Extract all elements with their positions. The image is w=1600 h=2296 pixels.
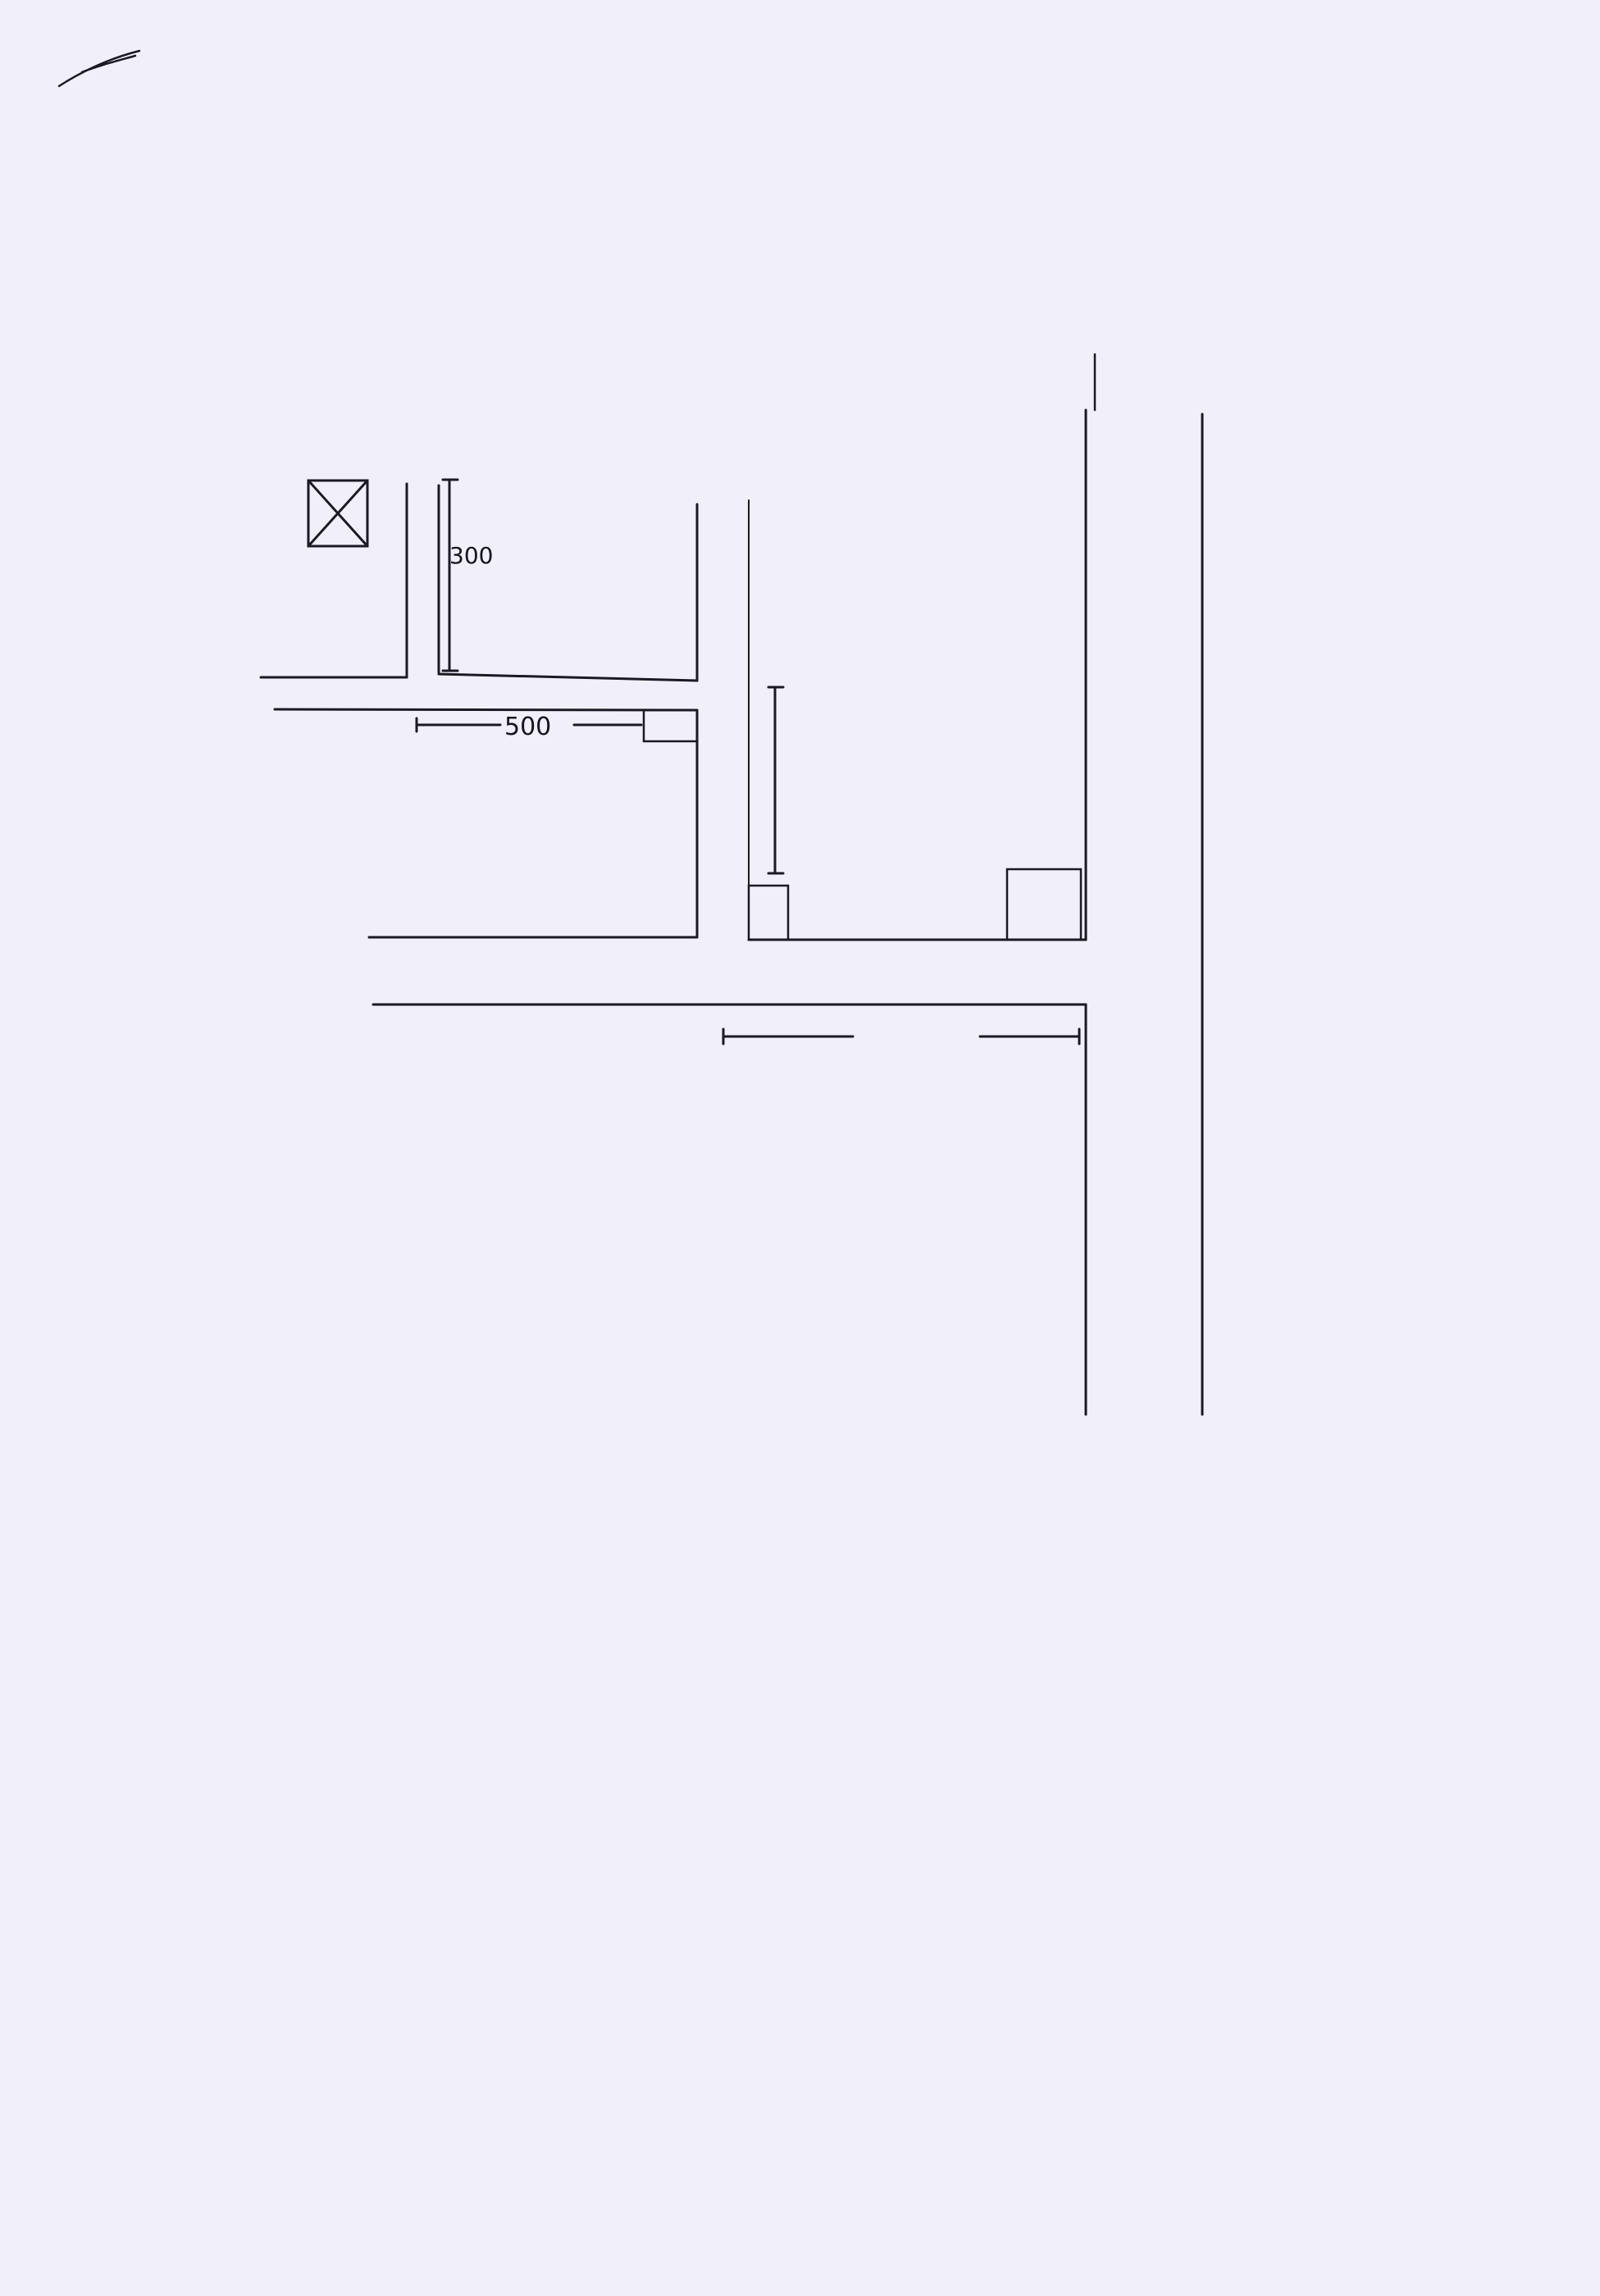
district-office-box [1005, 868, 1083, 941]
measure-500-bar [415, 717, 643, 733]
ban-lan-road-bottom [273, 708, 699, 712]
ban-lan-road-top-2 [437, 672, 699, 682]
house-box [642, 708, 699, 743]
shop-box [747, 884, 790, 941]
measure-26km-bar [722, 1027, 1081, 1046]
scribble-mark [57, 49, 141, 88]
measure-500-number: 500 [504, 713, 552, 741]
measure-1km-bar [767, 686, 785, 875]
measure-300-bar [441, 478, 459, 672]
land-parcel-marker [307, 479, 369, 548]
measure-300-label: 300 [449, 542, 494, 569]
